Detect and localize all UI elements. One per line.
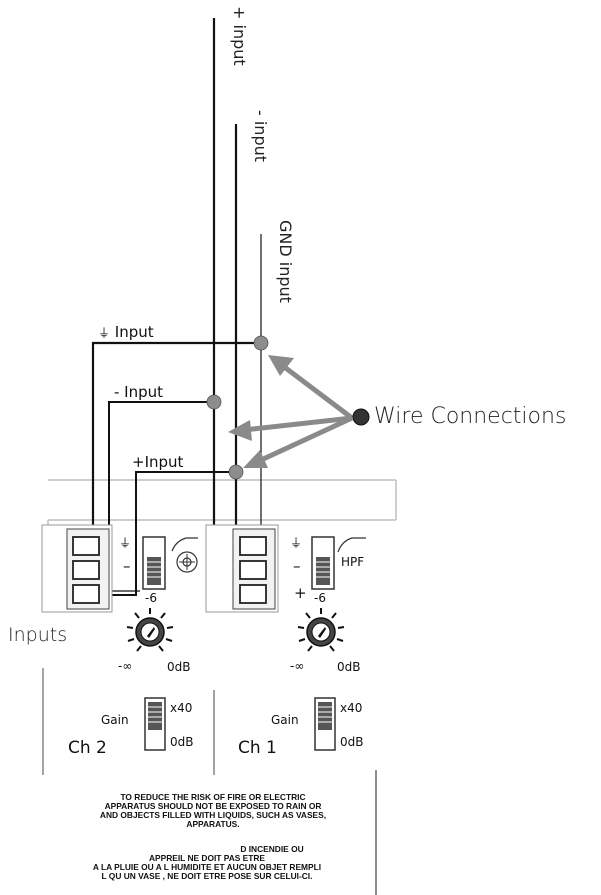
minus-connection-dot [206,394,222,410]
plus-connection-dot [228,464,244,480]
input-plus-label: +Input [132,453,184,471]
connection-dots [206,335,269,480]
ch1-gain-knob [297,608,345,652]
ch2-0db-label: 0dB [167,660,191,674]
plus-input-label: + input [230,6,249,66]
input-minus-label: - Input [114,383,164,401]
ch1-hpf-switch [311,536,366,590]
ground-icon: ⏚ [98,326,111,340]
ch2-neg-inf-label: -∞ [118,659,133,673]
gnd-input-label: GND input [276,220,295,303]
ch1-0db-label: 0dB [337,660,361,674]
wire-connections-node [352,408,370,426]
ch2-0db-gain-label: 0dB [170,735,194,749]
ch1-terminal-block [205,524,279,613]
ch2-ground-icon: ⏚ [119,536,132,550]
ch1-gain-label: Gain [271,713,299,727]
ch2-gain-label: Gain [101,713,129,727]
ch2-hpf-switch [142,536,198,590]
ch1-minus-sign: – [293,557,301,575]
ch1-x40-label: x40 [340,701,363,715]
ch2-gain-knob [126,608,174,652]
minus-input-label: - input [251,110,270,163]
ch1-plus-sign: + [294,584,307,602]
gnd-bent-wire [91,341,261,549]
warning-fr: D INCENDIE OU APPREIL NE DOIT PAS ETRE A… [92,844,322,881]
source-wires [212,18,262,605]
pointer-arrows [228,355,370,468]
inputs-label: Inputs [8,624,68,646]
ch1-minus6-label: -6 [314,591,326,605]
gnd-connection-dot [253,335,269,351]
wire-connections-label: Wire Connections [374,404,567,429]
ch1-neg-inf-label: -∞ [290,659,305,673]
ch1-0db-gain-label: 0dB [340,735,364,749]
ch1-gain-switch [314,697,336,751]
rear-panel [42,479,397,895]
ch2-label: Ch 2 [68,738,107,758]
warning-en: TO REDUCE THE RISK OF FIRE OR ELECTRIC A… [99,792,327,829]
ch2-gain-switch [144,697,166,751]
ch1-ground-icon: ⏚ [290,536,303,550]
ch1-label: Ch 1 [238,738,277,758]
ch2-terminal-block [41,524,113,613]
plus-bent-wire [94,471,236,596]
ch1-hpf-label: HPF [341,555,365,569]
ch2-minus-sign: – [123,557,131,575]
ch2-minus6-label: -6 [145,591,157,605]
ch2-x40-label: x40 [170,701,193,715]
input-gnd-label: ⏚ Input [98,323,154,341]
